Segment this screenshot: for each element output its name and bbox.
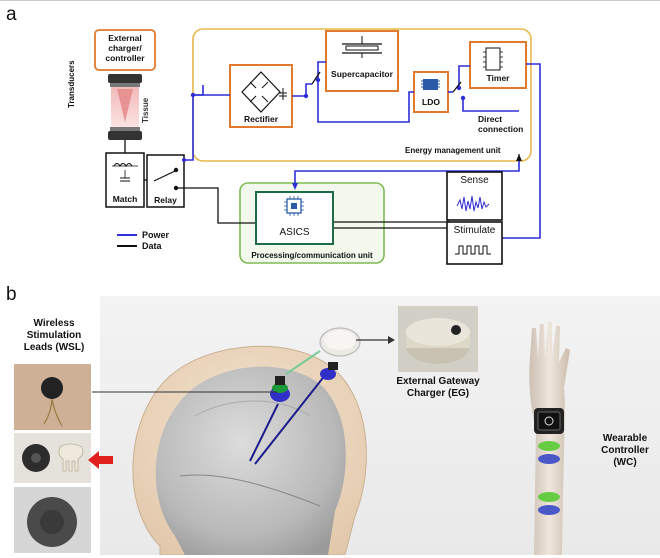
- processing-unit-label: Processing/communication unit: [251, 251, 373, 260]
- ldo-label: LDO: [422, 97, 440, 107]
- timer-label: Timer: [486, 73, 510, 83]
- tissue-label: Tissue: [141, 97, 150, 123]
- wsl-photo-2: [14, 433, 91, 483]
- eg-device-photo: [398, 306, 478, 372]
- wc-label: Wearable Controller (WC): [601, 433, 649, 468]
- arm-illustration: [529, 322, 570, 555]
- transducer-bottom: [108, 131, 142, 140]
- match-label: Match: [112, 194, 138, 204]
- wsl-label: Wireless Stimulation Leads (WSL): [23, 318, 85, 353]
- head-illustration: [132, 327, 367, 555]
- eg-label: External Gateway Charger (EG): [396, 376, 480, 399]
- direct-connection-label: Direct connection: [478, 114, 524, 134]
- red-arrow-icon: [88, 451, 113, 469]
- stimulate-box: [446, 221, 503, 265]
- relay-box: [146, 154, 185, 208]
- match-box: [105, 152, 145, 208]
- legend-data-label: Data: [142, 241, 162, 251]
- energy-unit-label: Energy management unit: [405, 146, 501, 155]
- sense-box: [446, 171, 503, 221]
- stimulate-label: Stimulate: [453, 225, 496, 236]
- wsl-photo-1: [14, 364, 91, 430]
- panel-a-diagram: [94, 28, 541, 265]
- panel-b-letter: b: [6, 284, 17, 305]
- supercapacitor-label: Supercapacitor: [331, 69, 393, 79]
- wsl-photo-3: [14, 487, 91, 553]
- panel-a-letter: a: [6, 4, 17, 25]
- legend-power-label: Power: [142, 230, 170, 240]
- wsl-pointer-line: [92, 391, 277, 393]
- transducers-label: Transducers: [67, 60, 76, 108]
- eg-arrow-icon: [356, 336, 395, 344]
- rectifier-label: Rectifier: [243, 114, 278, 124]
- sense-label: Sense: [460, 175, 489, 186]
- asics-label: ASICS: [279, 227, 310, 238]
- external-charger-label: External charger/ controller: [105, 33, 145, 63]
- top-rule: [0, 0, 660, 1]
- relay-label: Relay: [154, 195, 177, 205]
- external-charger-box: [94, 29, 156, 71]
- transducer-top: [108, 74, 142, 83]
